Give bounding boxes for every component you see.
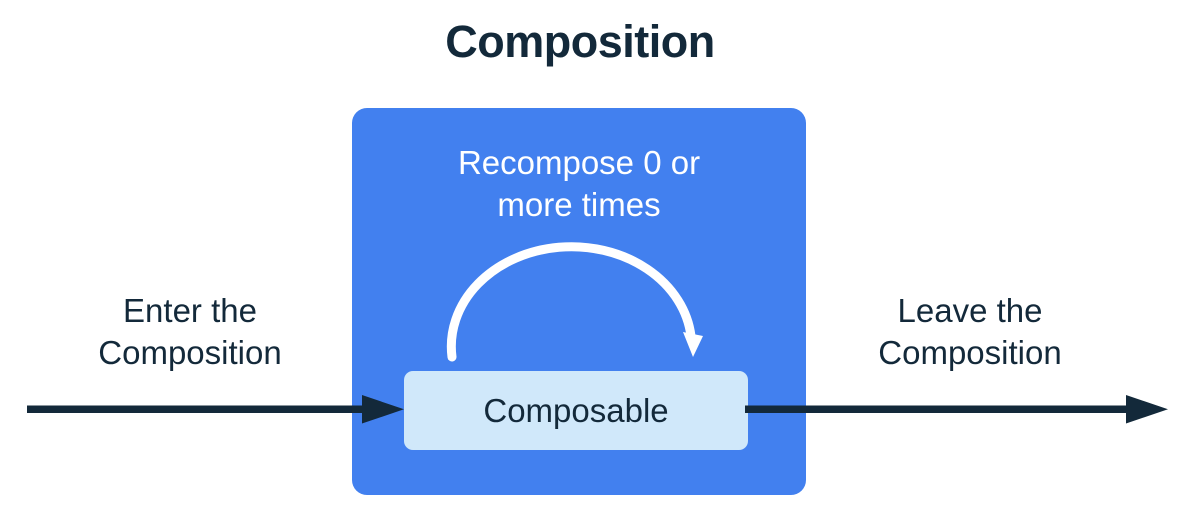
enter-caption-line-1: Enter the — [123, 292, 257, 329]
enter-flow-arrow-icon — [27, 395, 404, 424]
enter-composition-caption: Enter the Composition — [40, 290, 340, 374]
composable-node: Composable — [404, 371, 748, 450]
leave-caption-line-2: Composition — [878, 334, 1062, 372]
page-title: Composition — [445, 16, 715, 67]
leave-caption-line-1: Leave the — [897, 292, 1043, 329]
enter-caption-line-2: Composition — [98, 334, 282, 372]
leave-flow-arrow-icon — [745, 395, 1168, 424]
recompose-loop-arrow-icon — [446, 242, 703, 362]
recompose-caption-line-2: more times — [497, 186, 661, 224]
recompose-caption: Recompose 0 or more times — [372, 142, 786, 226]
leave-composition-caption: Leave the Composition — [820, 290, 1120, 374]
recompose-caption-line-1: Recompose 0 or — [457, 144, 701, 181]
composable-label: Composable — [483, 392, 669, 429]
